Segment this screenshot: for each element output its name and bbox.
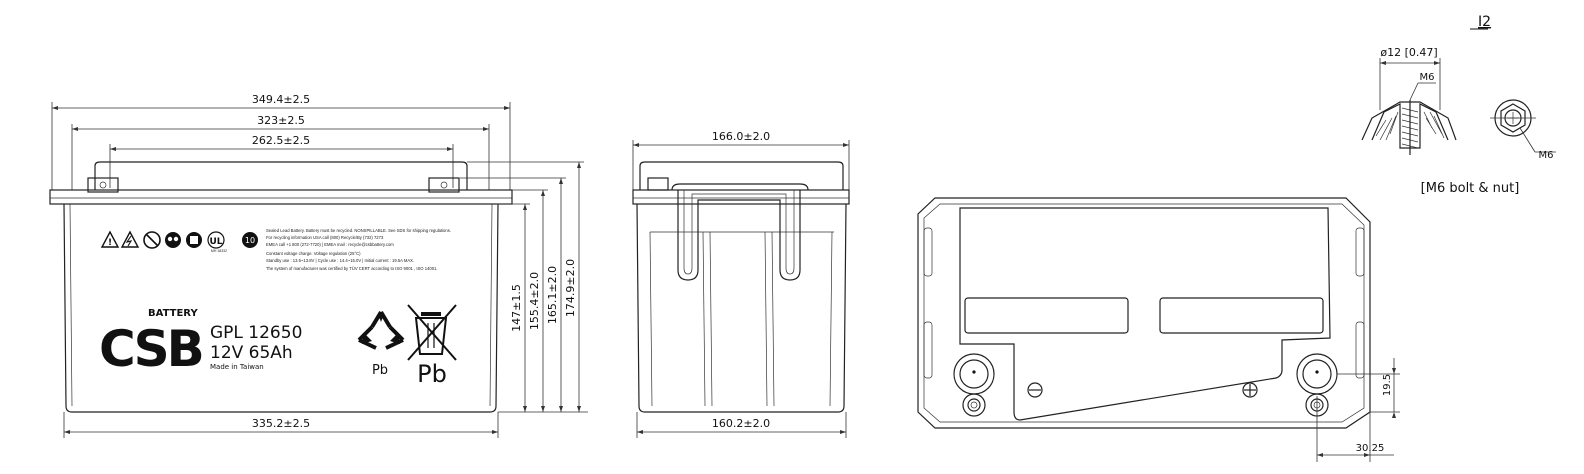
front-view: 349.4±2.5 323±2.5 262.5±2.5 — [49, 93, 588, 438]
top-battery-outline — [917, 197, 1371, 429]
crossed-bin-icon: Pb — [407, 304, 457, 388]
vent-window-right — [1159, 297, 1324, 334]
bottom-width-label: 160.2±2.0 — [712, 417, 770, 430]
diameter-label: ø12 [0.47] — [1380, 46, 1437, 59]
vent-window-left — [964, 297, 1129, 334]
thread-label-2: M6 — [1539, 150, 1554, 161]
ten-year-icon: 10 — [242, 232, 258, 248]
plus-mark-icon — [1242, 382, 1258, 398]
pb-small-label: Pb — [372, 363, 388, 378]
spec-line: The system of manufacturer was certified… — [266, 266, 438, 271]
dim-top-width: 166.0±2.0 — [632, 130, 850, 190]
brand-word: BATTERY — [148, 308, 198, 319]
spec-line: EMEA call +1 800 (272-7720) | EMEA mail … — [266, 242, 394, 247]
terminal-top-nut: M6 — [1490, 99, 1556, 161]
side-view: 166.0±2.0 160.2±2.0 — [632, 130, 850, 438]
spec-line: For recycling information USA call (800)… — [266, 235, 384, 240]
no-fire-icon — [143, 231, 161, 249]
origin-label: Made in Taiwan — [210, 363, 264, 371]
minus-mark-icon — [1027, 382, 1043, 398]
svg-text:10: 10 — [245, 236, 255, 245]
terminal-section — [1361, 100, 1457, 155]
height-lid-label: 155.4±2.0 — [528, 272, 541, 330]
ul-cert-label: MH 18332 — [211, 249, 227, 253]
model-label: GPL 12650 — [210, 323, 302, 343]
goggles-icon — [165, 232, 181, 248]
terminal-code: I2 — [1478, 14, 1491, 30]
brand-logo: CSB — [99, 320, 202, 378]
dim-lid-span: 262.5±2.5 — [109, 134, 454, 188]
bolt-nut-caption: [M6 bolt & nut] — [1421, 181, 1520, 196]
label-icons: ! UL MH 18332 — [100, 230, 258, 253]
electric-hazard-icon — [120, 230, 140, 248]
overall-length-label: 349.4±2.5 — [252, 93, 310, 106]
dim-bottom-width: 160.2±2.0 — [636, 412, 847, 438]
container-length-label: 335.2±2.5 — [252, 417, 310, 430]
recycle-icon: Pb — [357, 310, 405, 378]
terminal-span-label: 323±2.5 — [257, 114, 305, 127]
svg-text:!: ! — [108, 238, 112, 248]
ul-mark-icon: UL MH 18332 — [207, 231, 227, 253]
dim-container-length: 335.2±2.5 — [63, 412, 499, 438]
top-view: 19.5 30.25 — [917, 197, 1400, 462]
spec-line: Sealed Lead Battery. Battery must be rec… — [266, 228, 451, 233]
dim-overall-length: 349.4±2.5 — [51, 93, 511, 190]
pb-large-label: Pb — [417, 360, 447, 388]
dim-terminal-span: 323±2.5 — [71, 114, 490, 190]
vertical-dims: 147±1.5 155.4±2.0 165.1±2.0 174.9±2.0 — [460, 161, 588, 413]
svg-text:UL: UL — [209, 237, 222, 247]
lid-span-label: 262.5±2.5 — [252, 134, 310, 147]
terminal-height-label: 19.5 — [1382, 374, 1393, 396]
rating-label: 12V 65Ah — [210, 343, 293, 363]
read-manual-icon — [186, 232, 202, 248]
spec-text-block: Sealed Lead Battery. Battery must be rec… — [266, 228, 451, 271]
height-container-label: 147±1.5 — [510, 284, 523, 332]
spec-line: Standby use : 13.5~13.8V | Cycle use : 1… — [266, 258, 414, 263]
height-total-label: 174.9±2.0 — [564, 259, 577, 317]
height-terminal-label: 165.1±2.0 — [546, 266, 559, 324]
model-block: GPL 12650 12V 65Ah Made in Taiwan — [210, 323, 302, 371]
dim-terminal-offset: 30.25 — [1316, 396, 1394, 462]
side-battery-body — [632, 161, 850, 413]
thread-label: M6 — [1420, 72, 1435, 83]
dim-terminal-height: 19.5 — [1337, 358, 1400, 418]
warning-icon: ! — [100, 230, 120, 248]
spec-line: Constant voltage charge. Voltage regulat… — [266, 251, 361, 256]
top-width-label: 166.0±2.0 — [712, 130, 770, 143]
terminal-detail: I2 ø12 [0.47] M6 M6 [M6 b — [1361, 14, 1556, 196]
csb-logo: BATTERY CSB — [99, 308, 205, 378]
terminal-offset-label: 30.25 — [1356, 443, 1385, 454]
front-battery-body — [49, 161, 513, 413]
negative-terminal — [953, 353, 995, 417]
